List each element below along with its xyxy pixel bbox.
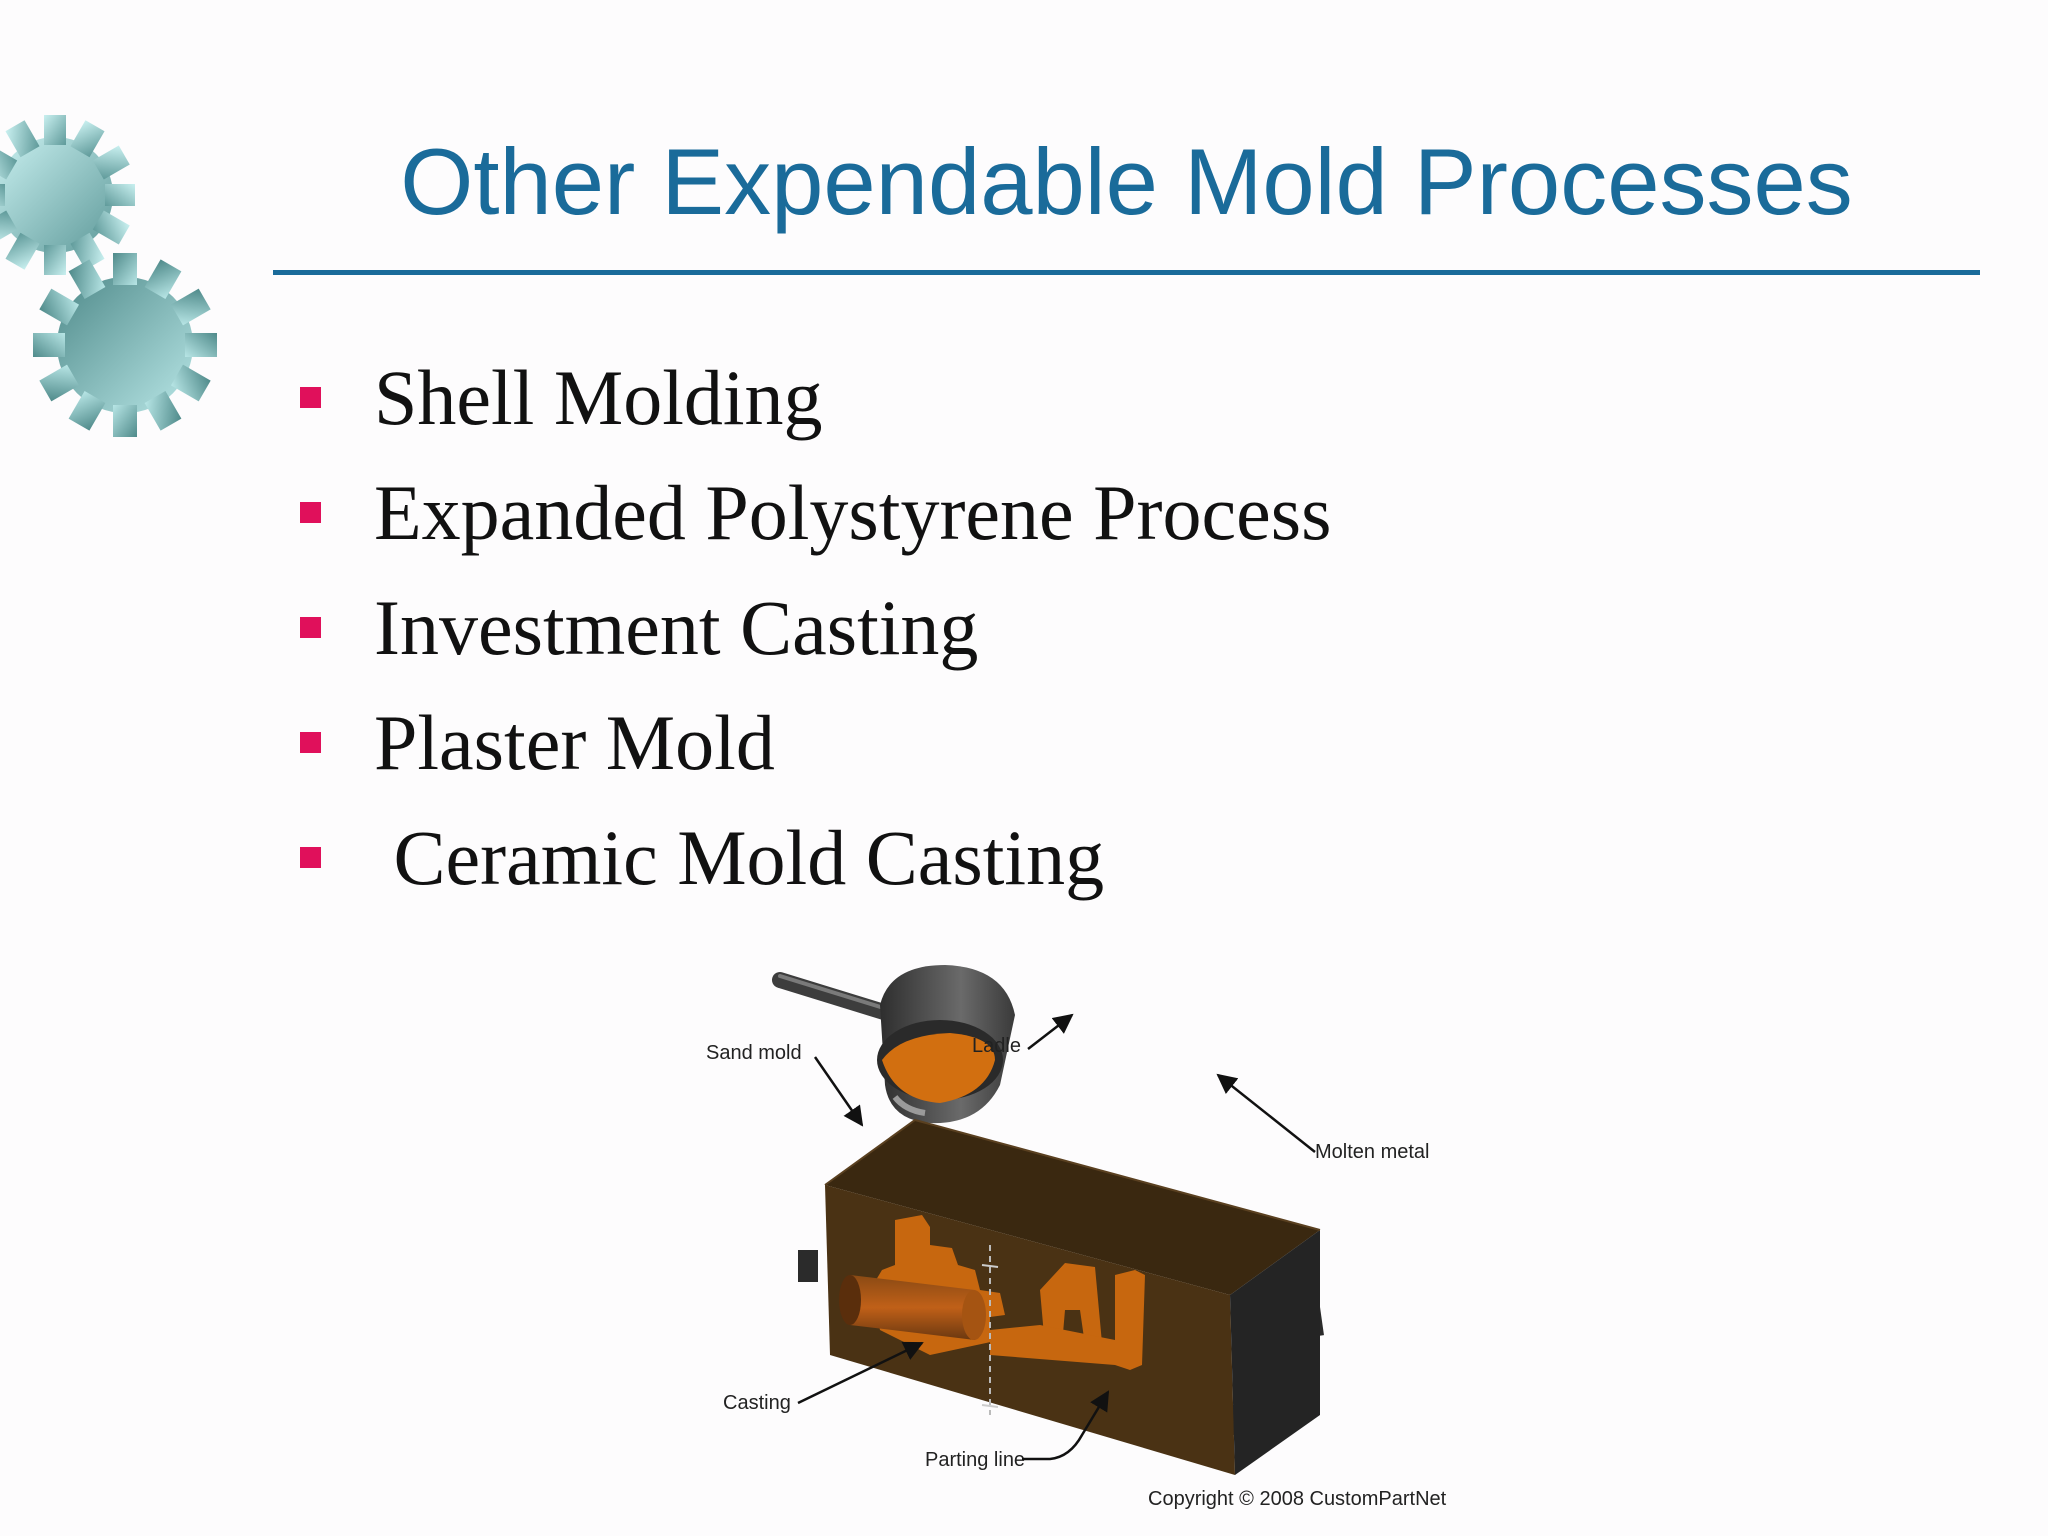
bullet-item: Ceramic Mold Casting [300, 800, 1331, 915]
label-molten-metal: Molten metal [1315, 1141, 1430, 1163]
sand-casting-diagram: Sand mold Ladle Molten metal Casting Par… [690, 945, 1520, 1525]
bullet-item: Expanded Polystyrene Process [300, 455, 1331, 570]
casting-shape [839, 1215, 1145, 1370]
gears-icon [0, 100, 230, 450]
bullet-list: Shell Molding Expanded Polystyrene Proce… [300, 340, 1331, 915]
title-underline [273, 270, 1980, 275]
label-parting-line: Parting line [925, 1449, 1025, 1471]
bullet-text: Ceramic Mold Casting [374, 813, 1105, 901]
label-ladle: Ladle [972, 1035, 1021, 1057]
molten-metal-pool [882, 1033, 995, 1103]
bullet-text: Investment Casting [374, 583, 979, 671]
bullet-item: Investment Casting [300, 570, 1331, 685]
square-bullet-icon [300, 617, 321, 638]
copyright-text: Copyright © 2008 CustomPartNet [1148, 1488, 1447, 1510]
square-bullet-icon [300, 732, 321, 753]
gear-top [0, 115, 135, 275]
square-bullet-icon [300, 502, 321, 523]
sand-mold-box [798, 1118, 1324, 1475]
label-sand-mold: Sand mold [706, 1042, 802, 1064]
square-bullet-icon [300, 387, 321, 408]
bullet-item: Plaster Mold [300, 685, 1331, 800]
square-bullet-icon [300, 847, 321, 868]
bullet-text: Shell Molding [374, 353, 823, 441]
bullet-item: Shell Molding [300, 340, 1331, 455]
slide-title: Other Expendable Mold Processes [400, 129, 1853, 234]
bullet-text: Expanded Polystyrene Process [374, 468, 1332, 556]
bullet-text: Plaster Mold [374, 698, 775, 786]
ladle [772, 965, 1015, 1124]
label-casting: Casting [723, 1392, 791, 1414]
gear-bottom [33, 253, 217, 437]
